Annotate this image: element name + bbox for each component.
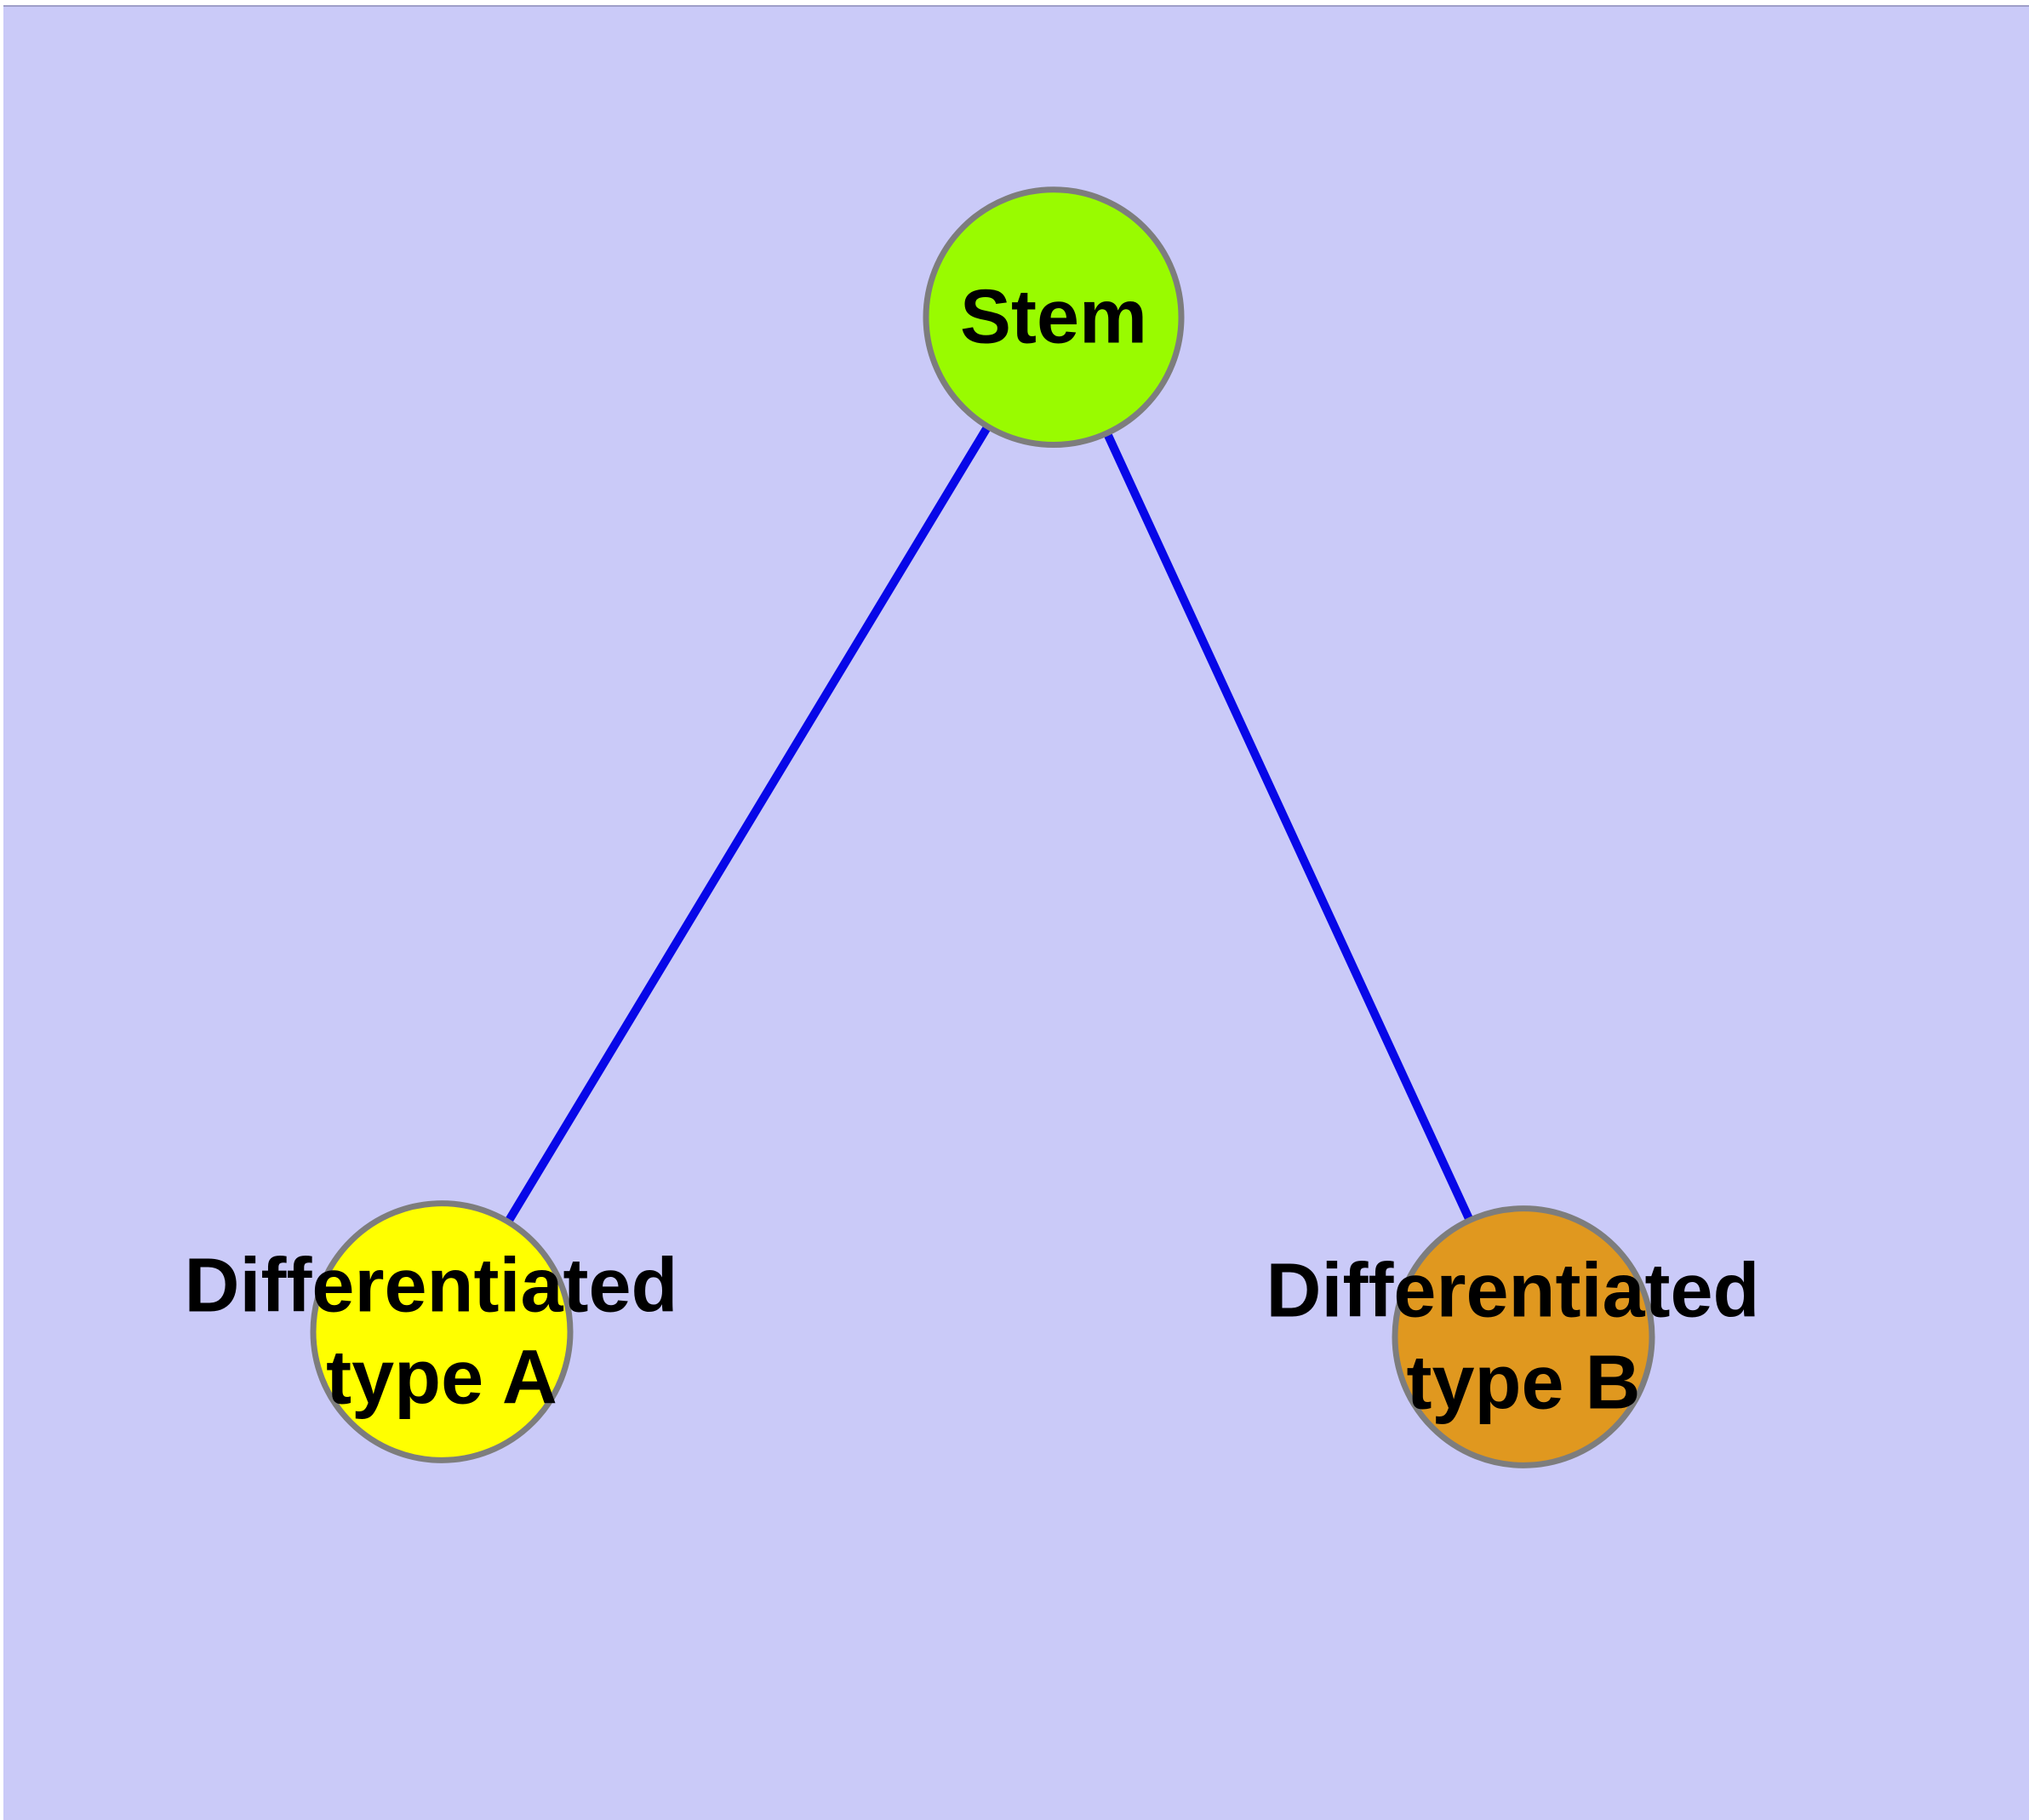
edge-stem-to-type-b [1049,315,1528,1339]
node-type-a-label: Differentiated type A [185,1218,700,1421]
node-type-a-label-line2: type A [326,1336,557,1421]
node-type-b-label-line2: type B [1406,1341,1640,1426]
node-type-b-label: Differentiated type B [1266,1223,1781,1426]
node-stem-label-line1: Stem [960,275,1147,360]
node-type-b [1392,1205,1655,1468]
node-type-a [310,1200,574,1463]
graph-diagram: Stem Differentiated type A Differentiate… [3,7,2029,1820]
node-type-b-label-line1: Differentiated [1266,1249,1760,1334]
node-stem-label: Stem [960,275,1147,360]
edge-stem-to-type-a [437,315,1058,1335]
plot-background: Stem Differentiated type A Differentiate… [3,5,2029,1820]
node-type-a-label-line1: Differentiated [185,1244,678,1329]
node-stem [923,186,1185,449]
